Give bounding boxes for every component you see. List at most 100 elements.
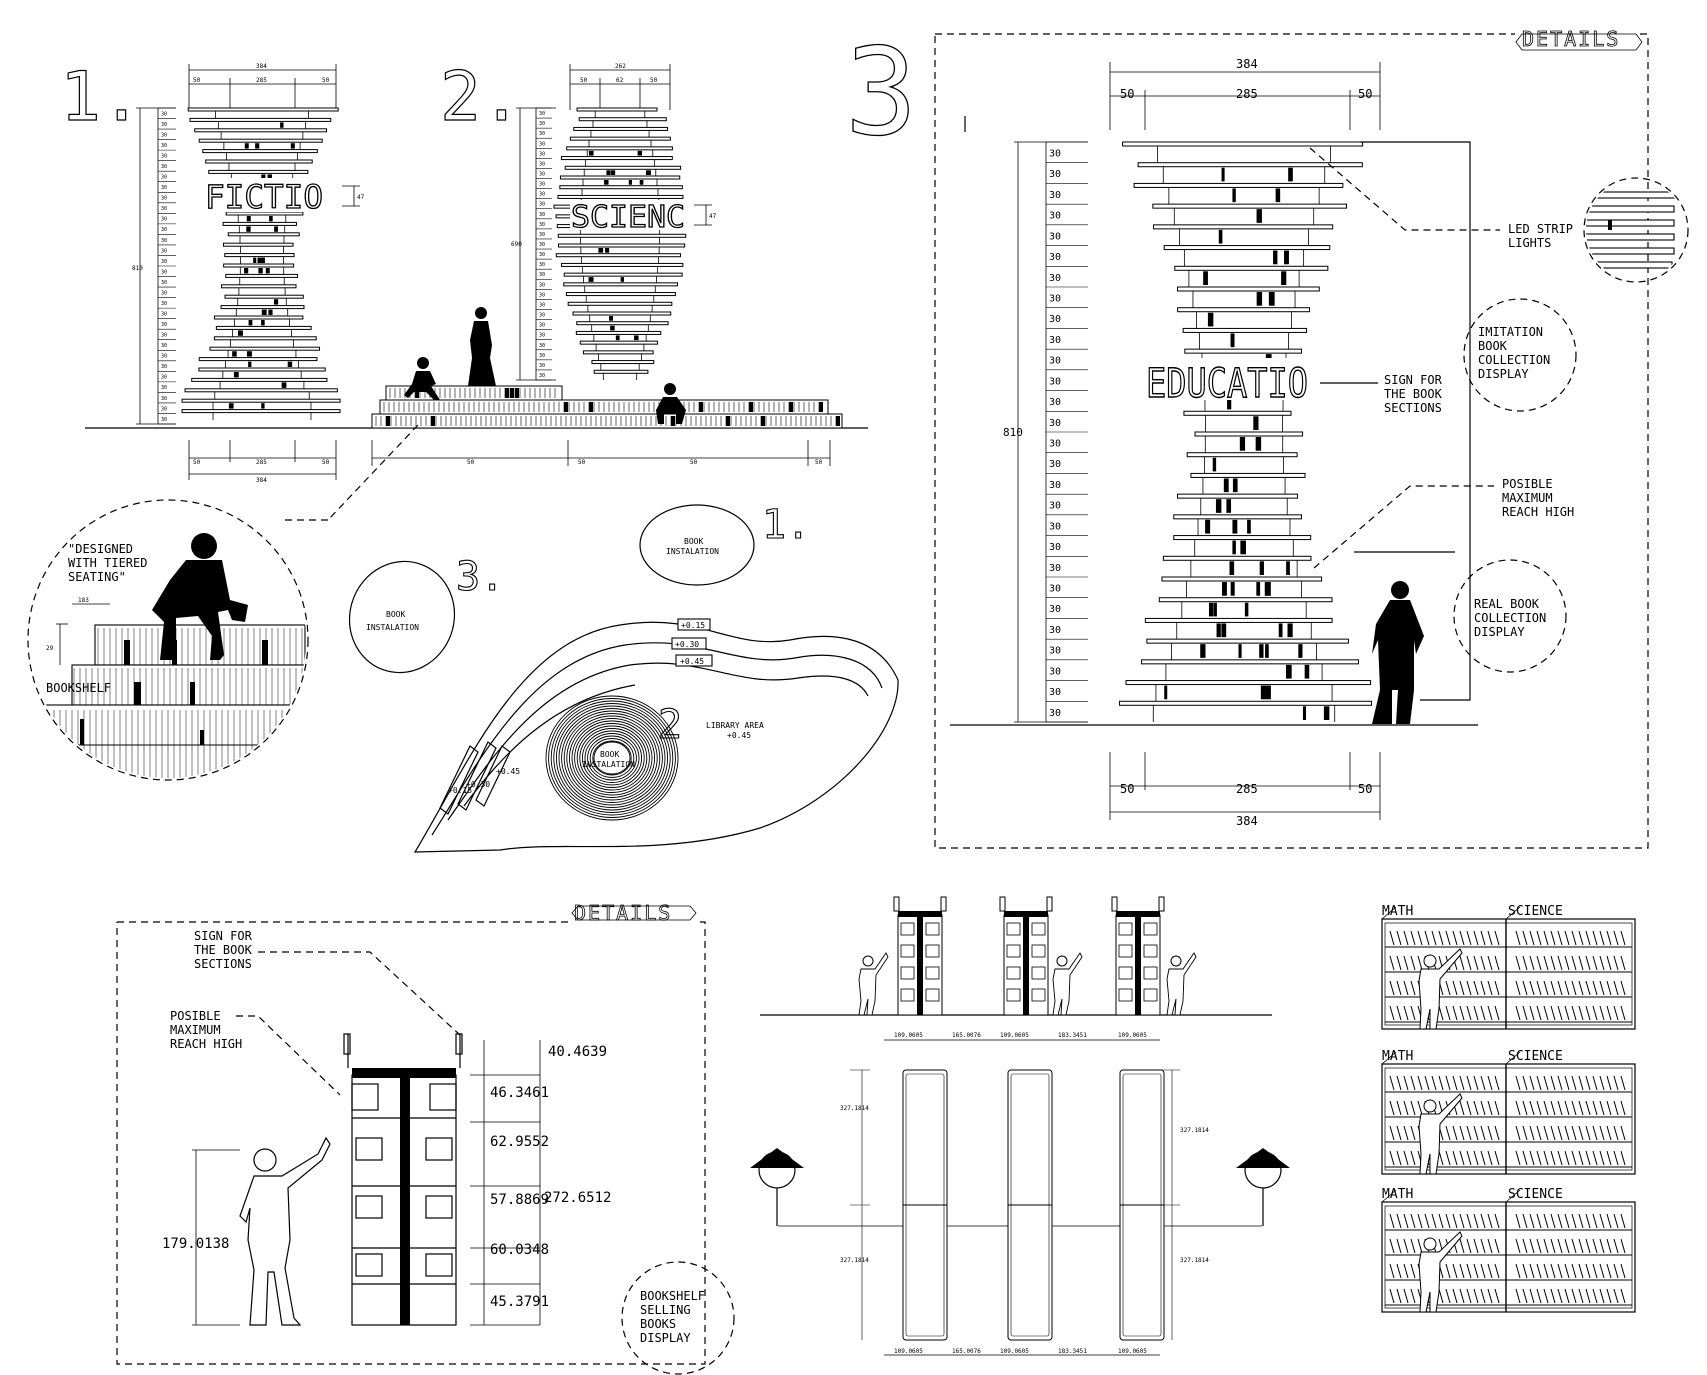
book bbox=[1230, 582, 1235, 596]
science-label: SCIENCE bbox=[1508, 1187, 1563, 1202]
book-spine bbox=[1480, 1075, 1486, 1091]
book bbox=[598, 248, 604, 253]
book-spine bbox=[1403, 1213, 1409, 1229]
dim-tick-label: 30 bbox=[1049, 418, 1061, 429]
shelf-slab bbox=[1183, 410, 1292, 416]
dim-tick-label: 30 bbox=[1049, 563, 1061, 574]
book bbox=[1164, 685, 1168, 700]
tower1-bottom-dims: 50 285 50 384 bbox=[188, 440, 337, 484]
dim-tick-label: 30 bbox=[539, 141, 545, 147]
book bbox=[1288, 167, 1293, 182]
sd-reach-l3: REACH HIGH bbox=[170, 1037, 242, 1051]
book-spine bbox=[1396, 1005, 1402, 1021]
book-spine bbox=[1487, 1213, 1493, 1229]
book-spine bbox=[1592, 1288, 1598, 1304]
book-spine bbox=[1466, 1125, 1472, 1141]
shelf-slab bbox=[567, 301, 673, 306]
shelf-sign-post bbox=[940, 896, 947, 912]
book-spine bbox=[1466, 930, 1472, 946]
section-marker-left bbox=[750, 1148, 804, 1226]
shelf-details-frame bbox=[116, 921, 706, 1365]
book-spine bbox=[1403, 980, 1409, 996]
book bbox=[281, 382, 286, 388]
book-spine bbox=[1515, 955, 1521, 971]
shelf-slab bbox=[224, 253, 295, 258]
book-spine bbox=[1529, 1263, 1535, 1279]
shelf-slab bbox=[221, 284, 297, 289]
seating-bookshelf-label: BOOKSHELF bbox=[46, 681, 111, 695]
book bbox=[634, 335, 639, 341]
book-spine bbox=[1571, 1150, 1577, 1166]
book bbox=[246, 226, 251, 232]
imitation-l1: IMITATION bbox=[1478, 325, 1543, 339]
book-spine bbox=[1522, 1125, 1528, 1141]
book bbox=[1265, 582, 1271, 596]
d3-reach-l3: REACH HIGH bbox=[1502, 505, 1574, 519]
book bbox=[1218, 229, 1223, 244]
d3-sign-l3: SECTIONS bbox=[1384, 401, 1442, 415]
shelf-box bbox=[1143, 966, 1158, 980]
shelf-sign-post bbox=[893, 896, 900, 912]
book-spine bbox=[1592, 930, 1598, 946]
sp-bot-5: 109.0605 bbox=[1118, 1348, 1147, 1355]
figure-body bbox=[1052, 952, 1083, 1016]
book bbox=[1215, 499, 1222, 513]
book-spine bbox=[1438, 1005, 1444, 1021]
book-spine bbox=[1620, 1238, 1626, 1254]
d3-bot-left: 50 bbox=[1120, 782, 1134, 796]
book-spine bbox=[1396, 1125, 1402, 1141]
d3-top-mid: 285 bbox=[1236, 87, 1258, 101]
book bbox=[1278, 623, 1283, 638]
shelf-slab bbox=[576, 107, 658, 112]
book-spine bbox=[1550, 1075, 1556, 1091]
book-spine bbox=[1515, 1005, 1521, 1021]
dim-tick-label: 30 bbox=[1049, 646, 1061, 657]
book-spine bbox=[1620, 1288, 1626, 1304]
book-spine bbox=[1585, 1238, 1591, 1254]
book-spine bbox=[1522, 1100, 1528, 1116]
shelf-slab bbox=[573, 126, 669, 131]
book-spine bbox=[1438, 930, 1444, 946]
sitting-person-silhouette-2 bbox=[656, 383, 686, 424]
shelf-slab bbox=[578, 117, 667, 122]
book bbox=[1255, 437, 1262, 451]
book-spine bbox=[1410, 930, 1416, 946]
tower1-height-dim: 810 bbox=[132, 265, 143, 272]
book-spine bbox=[1459, 955, 1465, 971]
shelf-box bbox=[925, 944, 940, 958]
book-spine bbox=[1543, 930, 1549, 946]
book-spine bbox=[1599, 1288, 1605, 1304]
book bbox=[645, 170, 651, 175]
shelf-slab bbox=[213, 315, 304, 320]
dim-tick-label: 30 bbox=[161, 301, 167, 307]
book-spine bbox=[1445, 980, 1451, 996]
book-spine bbox=[1606, 1150, 1612, 1166]
d3-top-left: 50 bbox=[1120, 87, 1134, 101]
dim-tick-label: 30 bbox=[539, 171, 545, 177]
shelf-slab bbox=[1152, 203, 1348, 209]
dim-tick-label: 30 bbox=[539, 302, 545, 308]
sd-sign-l3: SECTIONS bbox=[194, 957, 252, 971]
book bbox=[637, 150, 643, 156]
tower1-dim-total: 384 bbox=[256, 63, 267, 70]
imitation-callout-circle bbox=[1463, 298, 1577, 412]
shelf-box bbox=[1118, 988, 1133, 1002]
book bbox=[620, 277, 625, 282]
book-spine bbox=[1613, 1238, 1619, 1254]
book-spine bbox=[1494, 1150, 1500, 1166]
book bbox=[248, 361, 252, 367]
tower1-bot-right: 50 bbox=[322, 459, 330, 466]
d3-bot-mid: 285 bbox=[1236, 782, 1258, 796]
dim-tick-label: 30 bbox=[539, 212, 545, 218]
tower2-shelves bbox=[553, 107, 687, 380]
tower1-dim-mid: 285 bbox=[256, 77, 267, 84]
shelf-slab bbox=[225, 273, 299, 278]
book-spine bbox=[1396, 1100, 1402, 1116]
dim-tick-label: 30 bbox=[539, 151, 545, 157]
dim-tick-label: 30 bbox=[161, 154, 167, 160]
sd-dim-5: 60.0348 bbox=[490, 1242, 549, 1258]
book bbox=[1256, 209, 1262, 223]
book-spine bbox=[1417, 955, 1423, 971]
label-leader bbox=[1505, 1051, 1521, 1065]
book-spine bbox=[1466, 1263, 1472, 1279]
